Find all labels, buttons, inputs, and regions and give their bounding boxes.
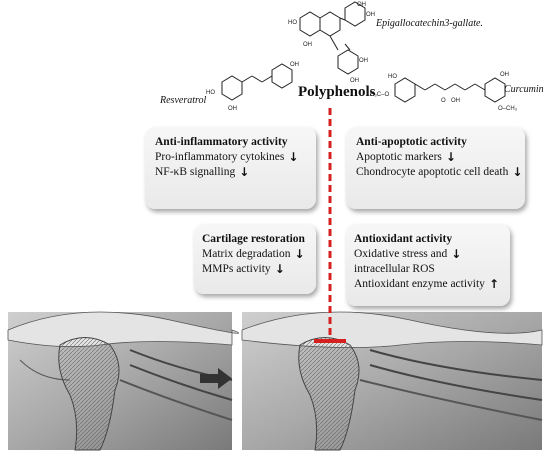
box-line: Apoptotic markers (356, 151, 442, 163)
oh-label: HO (388, 74, 397, 80)
box-title: Anti-inflammatory activity (155, 136, 288, 148)
transition-arrow-icon (200, 368, 232, 389)
box-line: Oxidative stress and (354, 248, 448, 260)
oh-label: OH (303, 42, 312, 48)
oh-label: OH (228, 106, 237, 112)
egcg-structure-icon (299, 1, 366, 75)
curcumin-structure-icon (394, 77, 506, 103)
oh-label: HO (288, 20, 297, 26)
box-line: MMPs activity (202, 263, 271, 275)
down-arrow-icon: ↓ (512, 165, 523, 179)
box-title: Antioxidant activity (354, 233, 453, 245)
carbonyl-label: O (441, 98, 446, 104)
box-line: NF-κB signalling (155, 166, 236, 178)
inhibition-line-icon (314, 108, 346, 343)
oh-label: OH (350, 78, 359, 84)
antioxidant-box: Antioxidant activity Oxidative stress an… (346, 224, 510, 306)
oh-label: OH (451, 98, 460, 104)
down-arrow-icon: ↓ (239, 165, 250, 179)
methoxy-label: H₃C–O (370, 92, 389, 98)
oh-label: OH (500, 72, 509, 78)
resveratrol-structure-icon (221, 63, 293, 101)
anti-apoptotic-box: Anti-apoptotic activity Apoptotic marker… (346, 127, 525, 209)
oh-label: OH (357, 2, 366, 8)
down-arrow-icon: ↓ (288, 150, 299, 164)
oh-label: OH (290, 62, 299, 68)
down-arrow-icon: ↓ (274, 262, 285, 276)
joint-left-image (7, 311, 239, 451)
up-arrow-icon: ↑ (488, 277, 499, 291)
resveratrol-label: Resveratrol (160, 95, 207, 106)
down-arrow-icon: ↓ (445, 150, 456, 164)
joint-right-image (241, 311, 543, 451)
box-line: Matrix degradation (202, 248, 291, 260)
oh-label: HO (206, 90, 215, 96)
box-title: Cartilage restoration (202, 233, 305, 245)
box-line: Antioxidant enzyme activity (354, 278, 485, 290)
cartilage-restoration-box: Cartilage restoration Matrix degradation… (194, 224, 316, 294)
box-line: intracellular ROS (354, 263, 435, 275)
methoxy-label: O–CH₃ (498, 106, 518, 112)
oh-label: OH (359, 58, 368, 64)
egcg-label: Epigallocatechin3-gallate. (376, 18, 483, 29)
box-line: Chondrocyte apoptotic cell death (356, 166, 509, 178)
anti-inflammatory-box: Anti-inflammatory activity Pro-inflammat… (145, 127, 316, 209)
polyphenols-title: Polyphenols (298, 84, 376, 100)
oh-label: OH (366, 12, 375, 18)
box-title: Anti-apoptotic activity (356, 136, 467, 148)
down-arrow-icon: ↓ (451, 247, 462, 261)
curcumin-label: Curcumin (504, 84, 544, 95)
box-line: Pro-inflammatory cytokines (155, 151, 285, 163)
down-arrow-icon: ↓ (294, 247, 305, 261)
